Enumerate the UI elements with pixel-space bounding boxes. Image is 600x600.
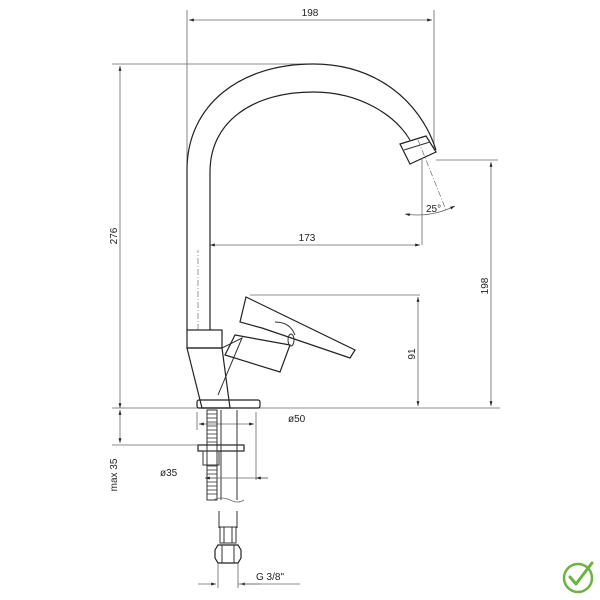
dim-top-width <box>186 10 435 330</box>
dim-base-diameter-label: ø50 <box>288 414 306 425</box>
base-plate <box>196 399 261 480</box>
dim-total-height <box>112 63 310 408</box>
dim-shank-diameter-label: ø35 <box>160 468 178 479</box>
faucet-body <box>186 296 356 409</box>
dim-outlet-height <box>436 159 498 406</box>
dim-max-thickness-label: max 35 <box>109 458 120 491</box>
check-circle-icon <box>562 561 594 594</box>
dim-thread-label: G 3/8" <box>256 572 284 583</box>
dim-spout-reach-label: 173 <box>299 233 316 244</box>
dim-top-width-label: 198 <box>302 8 319 19</box>
dim-lever-height <box>250 294 420 406</box>
dim-total-height-label: 276 <box>109 227 120 244</box>
hose-connection <box>198 511 300 588</box>
dim-lever-height-label: 91 <box>407 348 418 360</box>
spout <box>186 63 447 330</box>
dim-spout-angle <box>404 158 456 245</box>
dim-spout-angle-label: 25° <box>426 204 441 215</box>
dim-outlet-height-label: 198 <box>480 277 491 294</box>
dim-max-thickness <box>112 410 198 446</box>
